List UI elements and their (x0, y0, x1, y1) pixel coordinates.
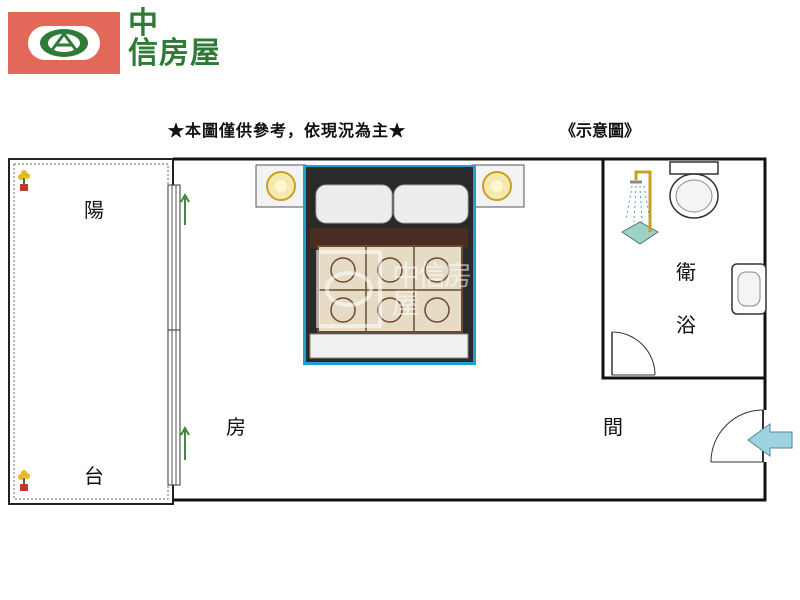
bathroom-door (611, 331, 656, 376)
plant-icon (18, 470, 30, 491)
balcony-label-1: 陽 (84, 198, 104, 222)
bedspread (317, 245, 463, 333)
plant-icon (18, 170, 30, 191)
sink-icon (731, 263, 767, 315)
bedroom-label-2: 間 (603, 415, 623, 439)
entry-arrow-icon (747, 423, 793, 457)
balcony-sliding-door (167, 184, 190, 486)
logo-watermark-text: 中信房屋 (392, 259, 472, 320)
shower (621, 170, 659, 245)
slide-arrow-icon (180, 425, 190, 460)
pillow (393, 184, 469, 224)
slide-arrow-icon (180, 192, 190, 225)
logo-line2: 信房屋 (128, 36, 221, 71)
company-logo: 中 信房屋 (8, 9, 270, 75)
reference-notice: ★本圖僅供參考，依現況為主★ (168, 121, 407, 140)
balcony-label-2: 台 (84, 464, 104, 488)
walls (173, 157, 767, 502)
nightstand-right (471, 164, 525, 208)
schematic-label: 《示意圖》 (560, 121, 641, 140)
logo-line1: 中 (128, 6, 159, 41)
logo-emblem (8, 12, 120, 74)
bed (303, 165, 476, 365)
toilet-icon (669, 161, 719, 219)
bathroom-label-2: 浴 (676, 313, 696, 337)
nightstand-left (255, 164, 307, 208)
logo-emblem-icon (8, 12, 120, 74)
logo-watermark (316, 250, 382, 328)
bedroom-label-1: 房 (226, 415, 246, 439)
entry-door (710, 409, 793, 463)
pillow (315, 184, 393, 224)
bathroom-label-1: 衛 (676, 260, 696, 284)
logo-wordmark: 中 信房屋 (128, 9, 221, 69)
balcony-area (8, 158, 174, 505)
